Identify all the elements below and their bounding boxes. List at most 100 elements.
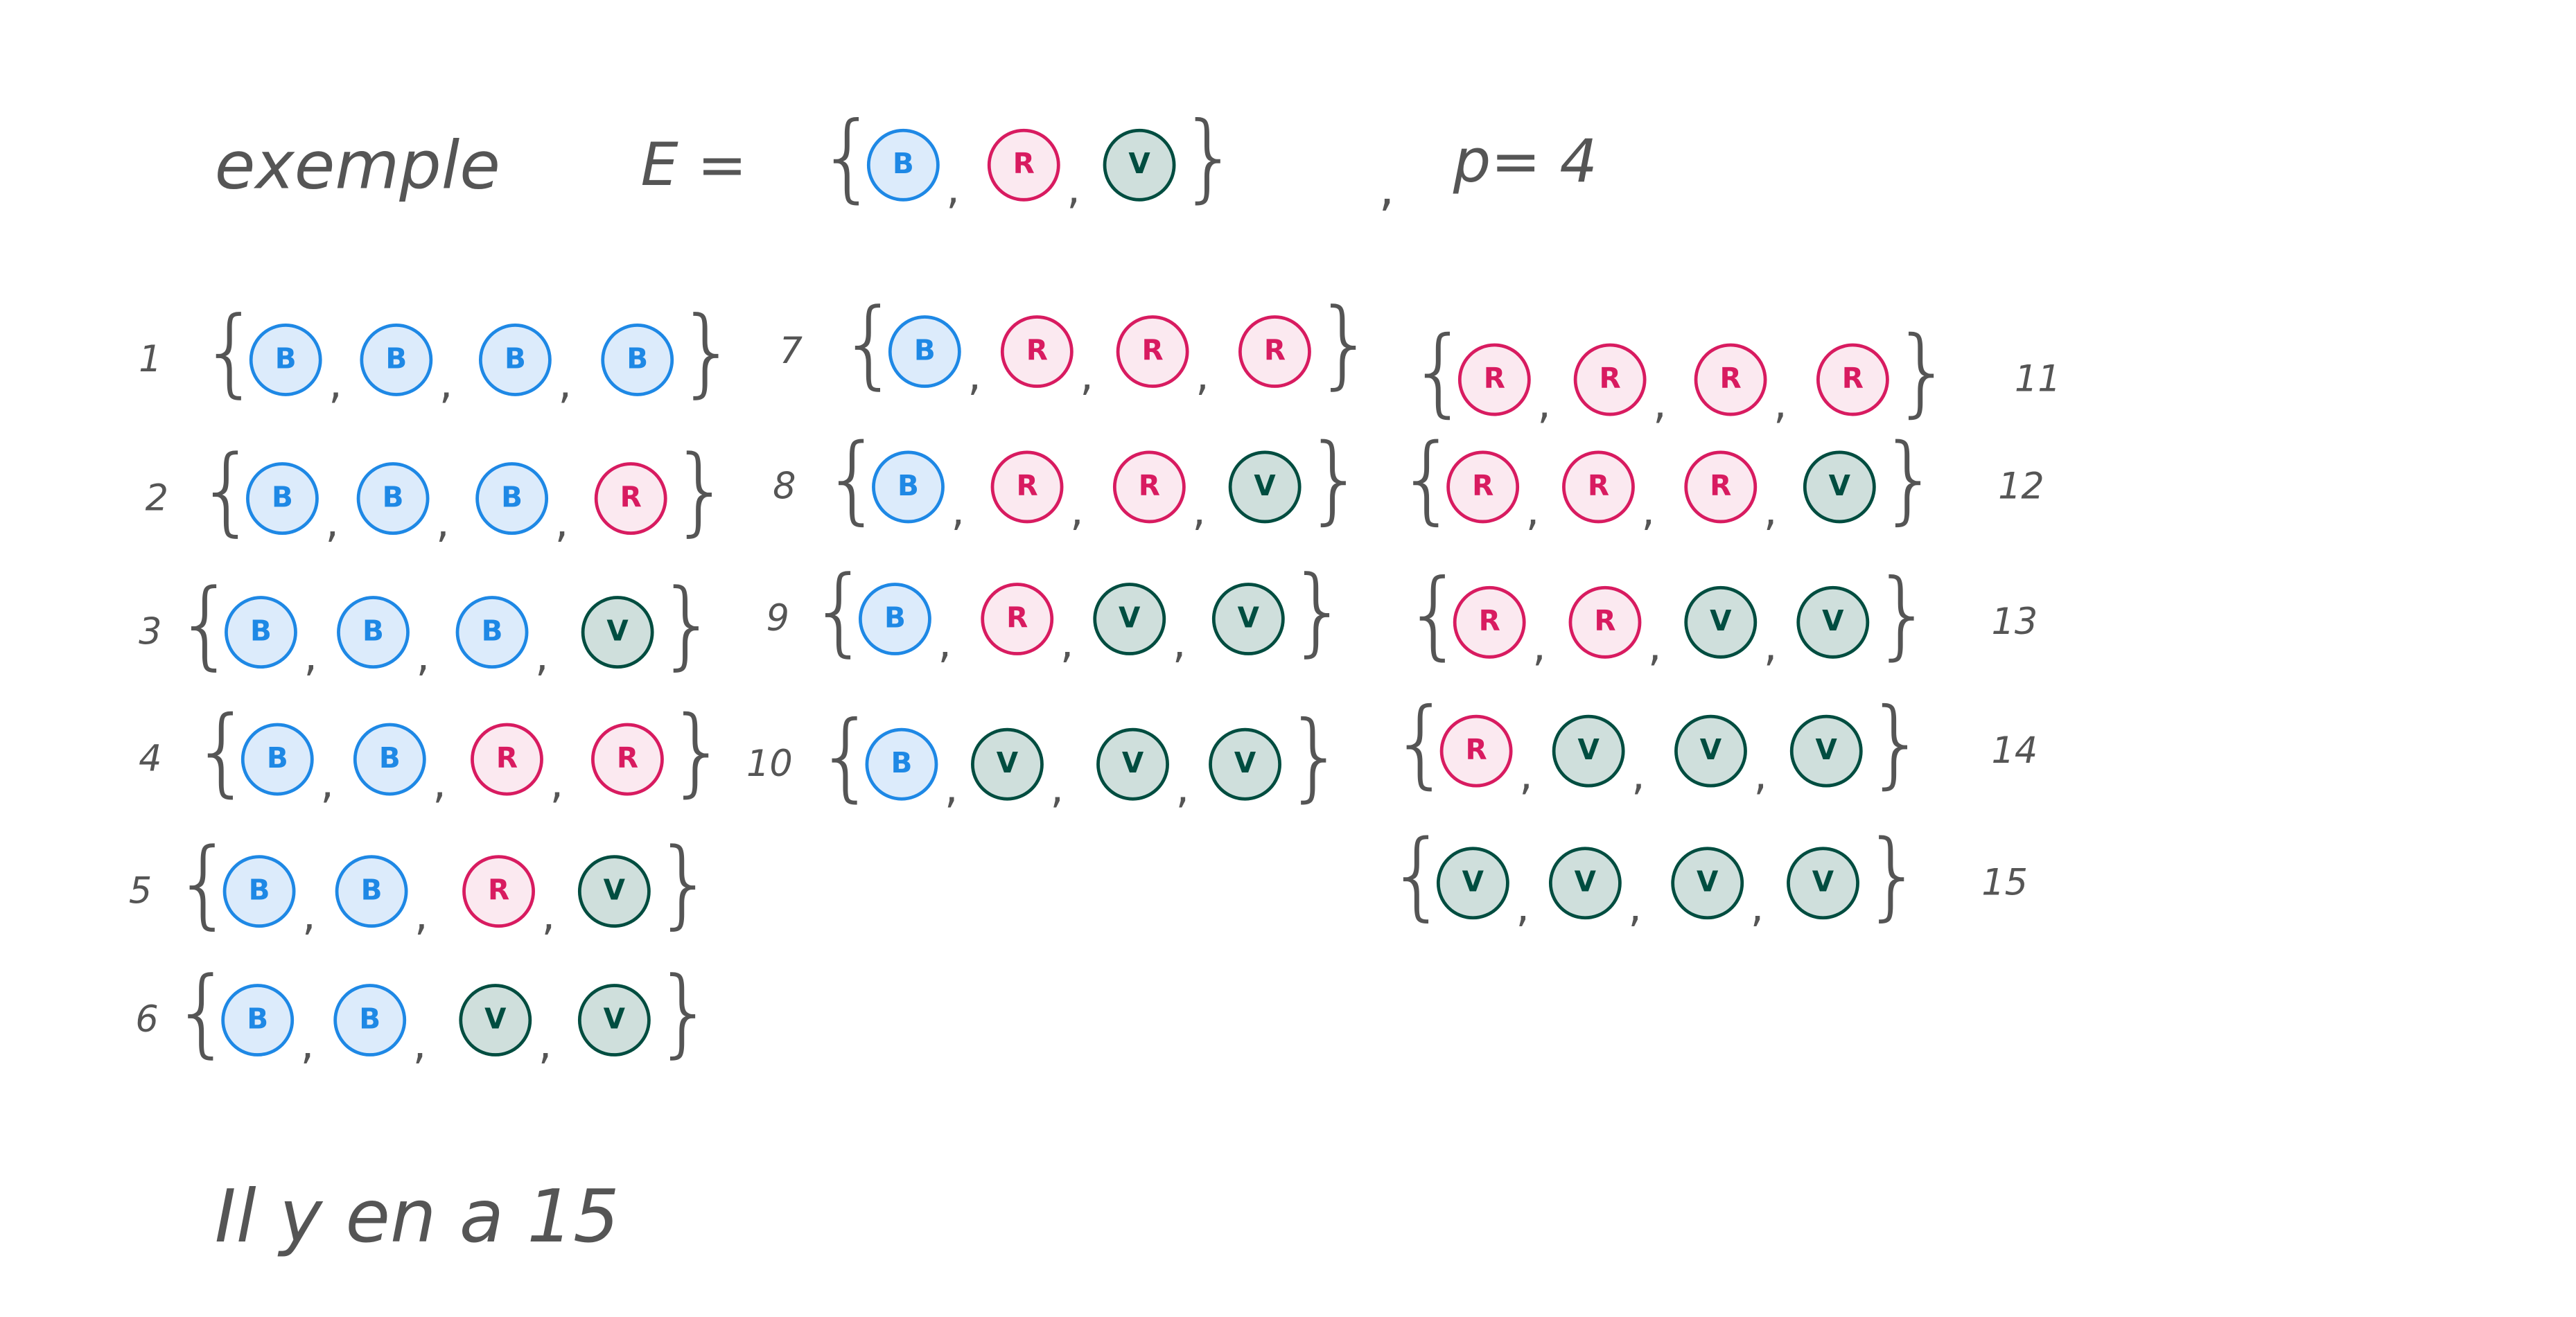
set-12-comma: , <box>1525 486 1540 537</box>
set-14-element-v: V <box>1789 714 1863 788</box>
set-9-comma: , <box>1172 619 1186 669</box>
set-11-comma: , <box>1773 380 1787 430</box>
set-14-element-v: V <box>1552 714 1625 788</box>
set-13-element-v: V <box>1796 585 1870 659</box>
set-5-element-v: V <box>577 855 651 928</box>
set-14-comma: , <box>1519 751 1533 801</box>
set-1-element-b: B <box>601 324 674 396</box>
set-12-element-r: R <box>1562 450 1635 524</box>
set-9-close-brace-icon: } <box>1288 554 1349 667</box>
set-4-element-b: B <box>353 723 426 796</box>
set-4-comma: , <box>320 759 334 809</box>
set-8-element-r: R <box>990 450 1064 524</box>
set-4-element-r: R <box>471 723 543 796</box>
header-set-element-v: V <box>1103 128 1176 202</box>
set-11-element-r: R <box>1573 343 1647 416</box>
set-1-element-b: B <box>478 324 552 396</box>
set-5-number-label: 5 <box>128 872 152 913</box>
set-14-close-brace-icon: } <box>1866 687 1927 799</box>
set-13-element-r: R <box>1568 585 1642 659</box>
set-6-number-label: 6 <box>135 1000 159 1042</box>
set-12-element-r: R <box>1684 450 1758 524</box>
header-word: exemple <box>214 128 500 205</box>
set-10-comma: , <box>1050 764 1064 814</box>
set-15-element-v: V <box>1548 847 1622 920</box>
set-5-comma: , <box>302 891 316 942</box>
set-8-element-r: R <box>1112 450 1186 524</box>
set-4-number-label: 4 <box>139 739 162 781</box>
set-12-comma: , <box>1763 486 1778 537</box>
set-15-element-v: V <box>1787 847 1859 920</box>
set-9-element-r: R <box>981 583 1054 655</box>
set-5-element-r: R <box>462 855 535 928</box>
set-8-element-b: B <box>872 450 945 524</box>
set-11-comma: , <box>1653 380 1667 430</box>
set-7-close-brace-icon: } <box>1314 287 1376 400</box>
set-12-close-brace-icon: } <box>1879 422 1940 535</box>
set-3-element-b: B <box>455 596 529 669</box>
set-10-element-v: V <box>971 727 1044 801</box>
set-15-element-v: V <box>1671 847 1744 920</box>
set-1-close-brace-icon: } <box>676 295 738 408</box>
param-p: p= 4 <box>1453 128 1597 197</box>
set-7-comma: , <box>967 351 981 401</box>
set-15-element-v: V <box>1436 847 1509 920</box>
set-5-element-b: B <box>222 855 296 928</box>
set-6-close-brace-icon: } <box>654 955 715 1068</box>
set-7-number-label: 7 <box>779 331 803 373</box>
set-13-element-v: V <box>1684 585 1758 659</box>
set-9-element-v: V <box>1211 583 1285 655</box>
set-4-comma: , <box>432 759 446 809</box>
set-2-comma: , <box>436 498 450 549</box>
set-12-comma: , <box>1641 486 1656 537</box>
set-13-close-brace-icon: } <box>1872 558 1934 671</box>
set-10-element-v: V <box>1096 727 1169 801</box>
set-3-comma: , <box>304 632 318 682</box>
set-10-close-brace-icon: } <box>1284 700 1346 813</box>
set-13-comma: , <box>1647 622 1662 672</box>
set-7-element-r: R <box>1116 315 1189 388</box>
set-6-comma: , <box>412 1020 427 1070</box>
set-10-element-b: B <box>865 727 938 801</box>
set-13-element-r: R <box>1453 585 1526 659</box>
header-comma: , <box>1378 160 1395 218</box>
set-3-element-b: B <box>337 596 410 669</box>
set-12-element-v: V <box>1803 450 1876 524</box>
set-11-close-brace-icon: } <box>1892 315 1954 428</box>
set-10-comma: , <box>1175 764 1190 814</box>
set-12-element-r: R <box>1446 450 1520 524</box>
set-8-element-v: V <box>1228 450 1302 524</box>
set-11-element-r: R <box>1816 343 1889 416</box>
set-11-comma: , <box>1537 380 1551 430</box>
set-8-comma: , <box>1069 486 1084 537</box>
set-1-comma: , <box>439 360 453 409</box>
set-4-close-brace-icon: } <box>667 695 728 808</box>
set-9-comma: , <box>938 619 952 669</box>
set-14-number-label: 14 <box>1991 731 2038 773</box>
set-14-element-r: R <box>1439 714 1513 788</box>
set-3-comma: , <box>416 632 430 682</box>
header-set-comma: , <box>946 165 960 215</box>
set-2-element-b: B <box>475 462 549 535</box>
set-4-element-r: R <box>591 723 664 796</box>
set-14-comma: , <box>1631 751 1645 801</box>
set-8-number-label: 8 <box>773 467 796 509</box>
set-10-element-v: V <box>1209 727 1281 801</box>
set-3-comma: , <box>534 632 549 682</box>
set-5-comma: , <box>541 891 556 942</box>
set-6-comma: , <box>538 1020 552 1070</box>
set-3-close-brace-icon: } <box>657 567 719 680</box>
set-name: E = <box>640 132 747 200</box>
set-7-element-r: R <box>1000 315 1074 388</box>
set-4-comma: , <box>550 759 564 809</box>
set-6-comma: , <box>300 1020 315 1070</box>
set-1-comma: , <box>558 360 572 409</box>
set-7-comma: , <box>1195 351 1209 401</box>
set-11-number-label: 11 <box>2014 360 2061 401</box>
conclusion-text: Il y en a 15 <box>214 1175 620 1260</box>
set-2-element-b: B <box>356 462 430 535</box>
header-set-element-b: B <box>866 128 940 202</box>
header-set-comma: , <box>1067 165 1080 215</box>
set-1-element-b: B <box>360 324 433 396</box>
set-1-comma: , <box>328 360 342 409</box>
